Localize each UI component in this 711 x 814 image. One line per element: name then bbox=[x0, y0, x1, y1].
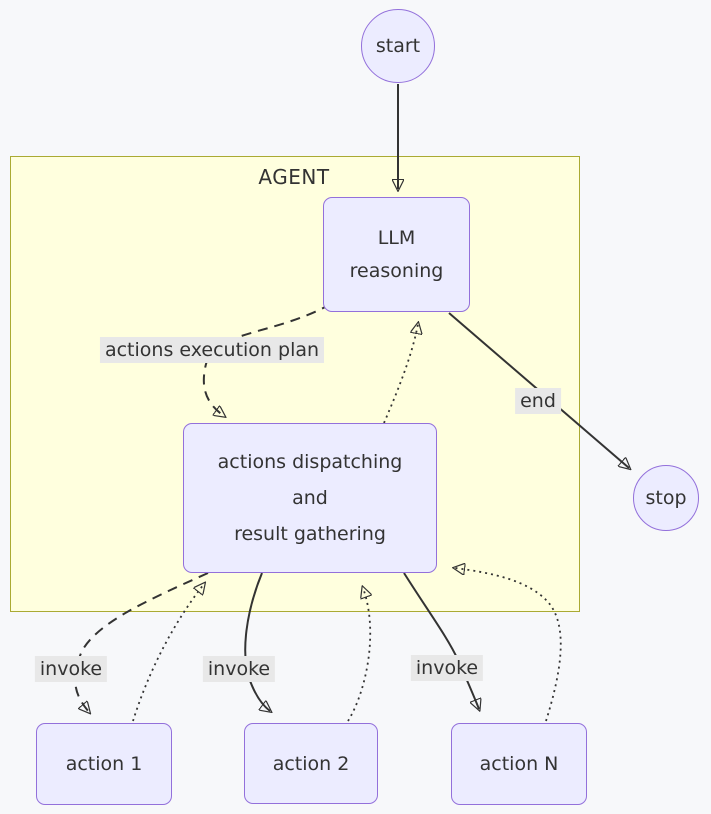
node-llm-reasoning: LLM reasoning bbox=[323, 197, 470, 312]
node-dispatch-line1: actions dispatching bbox=[217, 451, 403, 473]
node-stop: stop bbox=[633, 465, 699, 531]
node-start: start bbox=[361, 9, 435, 83]
node-actions-dispatching: actions dispatching and result gathering bbox=[183, 423, 437, 573]
node-llm-line2: reasoning bbox=[349, 259, 444, 282]
node-dispatch-line3: result gathering bbox=[234, 523, 386, 545]
node-action-2: action 2 bbox=[244, 723, 378, 804]
node-actionN-label: action N bbox=[479, 753, 559, 775]
node-action-1: action 1 bbox=[36, 723, 172, 805]
node-action1-label: action 1 bbox=[65, 753, 143, 775]
node-action2-label: action 2 bbox=[272, 752, 350, 775]
edge-label-invoke-2: invoke bbox=[202, 656, 276, 682]
edge-label-actions-execution-plan: actions execution plan bbox=[99, 337, 325, 363]
edge-label-invoke-1: invoke bbox=[34, 656, 108, 682]
edge-label-end: end bbox=[515, 388, 561, 414]
node-action-n: action N bbox=[451, 723, 587, 805]
edge-label-invoke-3: invoke bbox=[410, 655, 484, 681]
agent-cluster-label: AGENT bbox=[258, 165, 330, 189]
node-llm-line1: LLM bbox=[377, 226, 416, 249]
node-start-label: start bbox=[375, 35, 421, 57]
node-stop-label: stop bbox=[645, 487, 687, 509]
node-dispatch-line2: and bbox=[292, 487, 328, 509]
